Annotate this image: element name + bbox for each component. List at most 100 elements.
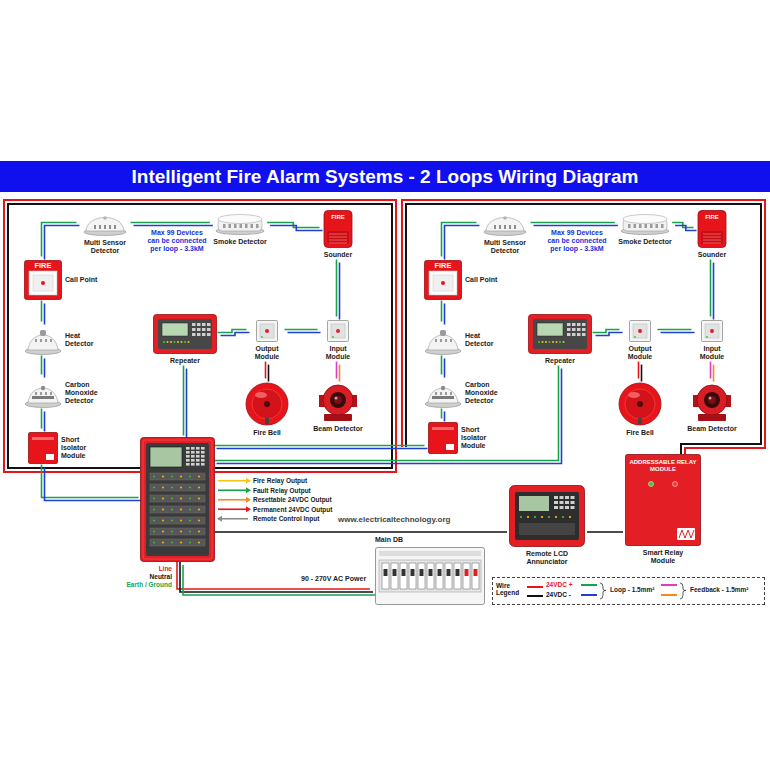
drawn-rect <box>376 548 485 605</box>
drawn-rect <box>150 528 205 535</box>
drawn-rect <box>40 330 46 336</box>
legend-swatch <box>527 586 543 588</box>
wire-strand <box>534 225 618 227</box>
drawn-rect <box>572 323 576 326</box>
drawn-rect <box>582 328 586 331</box>
drawn-rect <box>630 321 651 342</box>
drawn-rect <box>29 433 58 464</box>
drawn-rect <box>196 451 200 454</box>
drawn-rect <box>45 339 47 342</box>
legend-box: 24VDC +24VDC -Loop - 1.5mm²Feedback - 1.… <box>492 577 765 605</box>
drawn-circle <box>334 397 337 400</box>
label-block: Short Isolator Module <box>61 436 95 460</box>
drawn-circle <box>167 341 169 343</box>
device-label: Short Isolator Module <box>461 426 495 450</box>
drawn-circle <box>162 487 164 489</box>
drawn-rect <box>504 225 506 229</box>
drawn-circle <box>153 520 155 522</box>
drawn-rect <box>567 328 571 331</box>
drawn-circle <box>538 341 540 343</box>
drawn-circle <box>706 336 708 338</box>
wire-strand <box>710 260 712 317</box>
label-block: Fire Bell <box>253 429 281 437</box>
drawn-circle <box>189 487 191 489</box>
wire-strand <box>177 559 370 589</box>
device-icon-holder <box>24 378 62 408</box>
drawn-circle <box>441 386 445 390</box>
drawn-circle <box>552 341 554 343</box>
drawn-rect <box>565 496 569 499</box>
drawn-line <box>703 237 721 238</box>
drawn-rect <box>446 444 454 450</box>
drawn-circle <box>171 542 173 544</box>
drawn-rect <box>554 506 558 509</box>
drawn-rect <box>409 563 416 589</box>
drawn-rect <box>191 451 195 454</box>
wire-strand <box>710 362 712 379</box>
wire-strand <box>713 263 715 320</box>
module-icon <box>256 320 278 342</box>
drawn-line <box>218 518 248 520</box>
drawn-circle <box>163 341 165 343</box>
drawn-rect <box>454 563 461 589</box>
drawn-rect <box>191 455 195 458</box>
drawn-circle <box>171 520 173 522</box>
drawn-rect <box>50 392 52 395</box>
wire-strand <box>442 223 477 257</box>
drawn-circle <box>264 401 270 407</box>
drawn-rect <box>245 224 248 228</box>
wire-strand <box>214 445 425 447</box>
drawn-circle <box>41 281 45 285</box>
device-icon-holder <box>483 212 527 236</box>
drawn-circle <box>198 498 200 500</box>
wire-strand <box>44 359 46 378</box>
drawn-rect <box>411 569 415 576</box>
drawn-rect <box>529 315 592 354</box>
module-icon <box>327 320 349 342</box>
wire-strand <box>336 260 338 317</box>
drawn-circle <box>162 509 164 511</box>
drawn-path <box>600 583 606 599</box>
drawn-circle <box>548 516 550 518</box>
drawn-circle <box>162 520 164 522</box>
wire-strand <box>638 362 640 379</box>
drawn-circle <box>261 336 263 338</box>
drawn-circle <box>334 396 342 404</box>
drawn-rect <box>382 563 389 589</box>
label-block: Main DB <box>375 536 403 544</box>
device-node: Heat Detector <box>22 323 107 357</box>
drawn-circle <box>162 542 164 544</box>
drawn-circle <box>189 476 191 478</box>
wire-strand <box>183 366 185 436</box>
drawn-rect <box>150 484 205 491</box>
drawn-rect <box>677 528 695 540</box>
legend-text: Loop - 1.5mm² <box>610 586 654 593</box>
device-icon-holder <box>618 382 662 426</box>
wire-connector <box>42 465 142 501</box>
drawn-rect <box>201 463 205 466</box>
device-node: FIRESounder <box>695 208 729 261</box>
annun-icon <box>509 485 585 547</box>
drawn-circle <box>534 516 536 518</box>
drawn-rect <box>331 324 345 338</box>
drawn-rect <box>567 323 571 326</box>
drawn-circle <box>180 531 182 533</box>
output-label: Fault Relay Output <box>253 486 332 496</box>
wire-connector <box>42 356 45 378</box>
smoke-icon <box>620 213 670 235</box>
drawn-rect <box>150 495 205 502</box>
legend-heading: Wire Legend <box>496 582 522 597</box>
wire-name: Neutral <box>150 573 172 580</box>
drawn-line <box>581 594 597 596</box>
drawn-rect <box>705 324 719 338</box>
beam-icon <box>689 382 735 422</box>
drawn-rect <box>391 563 398 589</box>
wire-connector <box>266 362 269 382</box>
drawn-rect <box>465 569 469 576</box>
drawn-rect <box>572 333 576 336</box>
wire-strand <box>288 332 321 334</box>
drawn-rect <box>560 506 564 509</box>
device-icon-holder <box>424 378 462 408</box>
device-icon-holder: FIRE <box>323 210 353 248</box>
